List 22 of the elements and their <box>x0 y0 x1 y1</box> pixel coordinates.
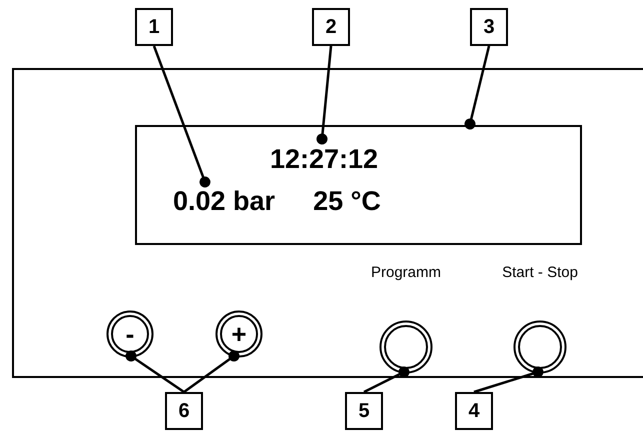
leader-line <box>316 46 332 144</box>
button-label: Programm <box>370 264 442 281</box>
leader-line <box>474 366 544 394</box>
display-reading: 25 °C <box>294 184 400 218</box>
callout-number: 4 <box>455 392 493 430</box>
round-button: - <box>106 310 154 358</box>
callout-number: 1 <box>135 8 173 46</box>
leader-line <box>183 350 240 394</box>
leader-line <box>363 366 410 394</box>
leader-line <box>126 350 185 394</box>
display-reading: 12:27:12 <box>249 142 399 176</box>
round-button: + <box>215 310 263 358</box>
device-panel <box>12 68 643 378</box>
display-screen <box>135 125 582 245</box>
leader-line <box>464 46 490 130</box>
display-reading: 0.02 bar <box>166 184 282 218</box>
callout-number: 6 <box>165 392 203 430</box>
button-label: Start - Stop <box>501 264 579 281</box>
callout-number: 2 <box>312 8 350 46</box>
leader-line <box>152 46 210 188</box>
callout-number: 3 <box>470 8 508 46</box>
callout-number: 5 <box>345 392 383 430</box>
